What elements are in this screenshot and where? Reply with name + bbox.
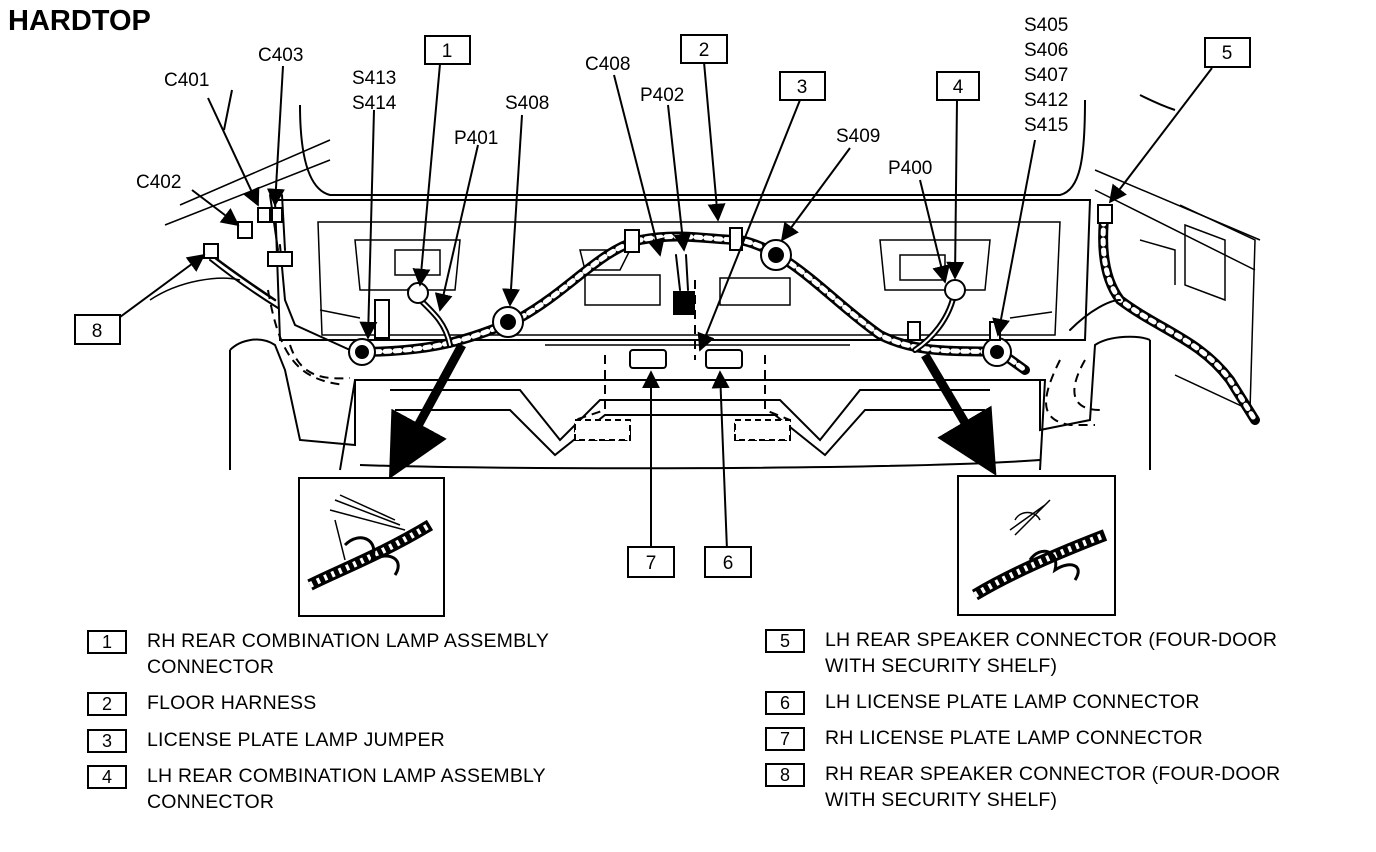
legend-item-3: 3 LICENSE PLATE LAMP JUMPER [87,727,445,753]
diagram-title: HARDTOP [8,5,151,37]
vehicle-body [149,89,1261,471]
legend-item-2: 2 FLOOR HARNESS [87,690,316,716]
legend-item-8: 8 RH REAR SPEAKER CONNECTOR (FOUR-DOOR W… [765,761,1280,813]
connector-p401 [407,282,429,304]
label-c408: C408 [585,54,630,75]
callout-box-7: 7 [627,546,675,578]
svg-text:2: 2 [699,40,710,61]
connectors [203,204,1113,441]
svg-text:4: 4 [953,77,964,98]
clip [624,229,640,253]
label-c403: C403 [258,45,303,66]
label-p402: P402 [640,85,684,106]
callout-box-6: 6 [704,546,752,578]
label-c402: C402 [136,172,181,193]
callout-box-8: 8 [74,314,121,345]
legend-number: 6 [765,691,805,715]
svg-text:1: 1 [442,41,453,62]
connector-item-7 [629,349,667,369]
legend-number: 5 [765,629,805,653]
svg-text:5: 5 [1222,43,1233,64]
clip [907,321,921,341]
detail-inset-left [298,477,445,617]
legend-text: RH LICENSE PLATE LAMP CONNECTOR [825,727,1203,749]
label-p401: P401 [454,128,498,149]
label-s413: S413 [352,68,396,89]
splice-grommets [348,239,1012,367]
svg-text:6: 6 [723,553,734,574]
legend-item-1: 1 RH REAR COMBINATION LAMP ASSEMBLY CONN… [87,628,549,680]
legend-item-6: 6 LH LICENSE PLATE LAMP CONNECTOR [765,689,1200,715]
legend-text: RH REAR COMBINATION LAMP ASSEMBLY CONNEC… [147,630,550,678]
legend-number: 4 [87,765,127,789]
callout-box-5: 5 [1204,37,1251,68]
legend-number: 7 [765,727,805,751]
label-s412: S412 [1024,90,1068,111]
connector-item-8 [203,243,219,259]
clip [729,227,743,251]
legend-text: LICENSE PLATE LAMP JUMPER [147,729,445,751]
legend-number: 1 [87,630,127,654]
detail-arrows [388,342,997,480]
wiring-harness [203,194,1260,425]
legend-text: FLOOR HARNESS [147,692,317,714]
callout-labels: C401 C403 C402 S413 S414 P401 S408 C408 … [136,15,1068,193]
legend-text: LH LICENSE PLATE LAMP CONNECTOR [825,691,1200,713]
legend-text: LH REAR COMBINATION LAMP ASSEMBLY CONNEC… [147,765,546,813]
clip [374,299,390,339]
legend-number: 2 [87,692,127,716]
connector-c403 [271,207,283,223]
label-c401: C401 [164,70,209,91]
callout-box-2: 2 [680,34,728,64]
label-s415: S415 [1024,115,1068,136]
legend-number: 3 [87,729,127,753]
numbered-callouts: 1 2 3 4 5 6 7 8 [74,34,1251,578]
legend-text: RH REAR SPEAKER CONNECTOR (FOUR-DOOR WIT… [825,763,1281,811]
legend-text: LH REAR SPEAKER CONNECTOR (FOUR-DOOR WIT… [825,629,1278,677]
label-s409: S409 [836,126,880,147]
connector-item-6 [705,349,743,369]
connector-item-5 [1097,204,1113,224]
legend-item-5: 5 LH REAR SPEAKER CONNECTOR (FOUR-DOOR W… [765,627,1277,679]
legend-item-4: 4 LH REAR COMBINATION LAMP ASSEMBLY CONN… [87,763,546,815]
detail-inset-right [957,475,1116,616]
legend-item-7: 7 RH LICENSE PLATE LAMP CONNECTOR [765,725,1203,751]
callout-box-4: 4 [936,71,980,101]
clip [267,251,293,267]
connector-c402 [237,221,253,239]
callout-box-1: 1 [424,35,471,65]
label-s414: S414 [352,93,397,114]
label-s405: S405 [1024,15,1068,36]
legend-number: 8 [765,763,805,787]
label-s407: S407 [1024,65,1068,86]
callout-box-3: 3 [779,71,826,101]
connector-p400 [944,279,966,301]
label-p400: P400 [888,158,932,179]
svg-text:3: 3 [797,77,808,98]
connector-c401 [257,207,271,223]
svg-text:8: 8 [92,321,103,342]
connector-c408 [673,291,695,315]
leader-lines [115,61,1213,551]
label-s406: S406 [1024,40,1068,61]
svg-text:7: 7 [646,553,657,574]
label-s408: S408 [505,93,549,114]
